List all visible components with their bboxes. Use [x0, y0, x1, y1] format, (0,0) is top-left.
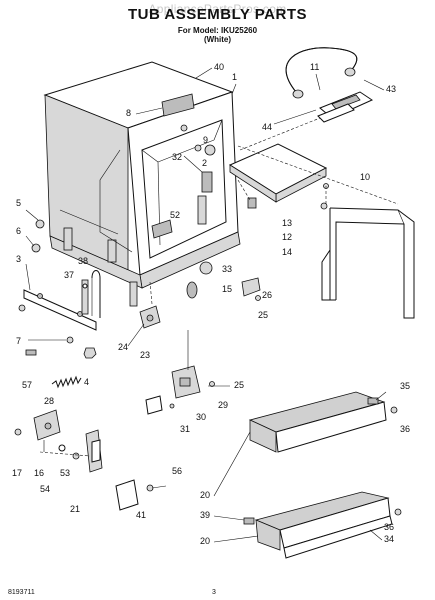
washer-54[interactable] — [72, 452, 80, 460]
callout-1: 1 — [232, 72, 237, 82]
bracket-21[interactable] — [85, 429, 103, 473]
callout-34: 34 — [384, 534, 394, 544]
callout-30: 30 — [196, 412, 206, 422]
nut-4[interactable] — [83, 347, 97, 359]
leveling-rail[interactable] — [23, 289, 97, 331]
callout-40: 40 — [214, 62, 224, 72]
screw-8[interactable] — [180, 124, 188, 132]
side-channel[interactable] — [321, 207, 415, 319]
callout-6: 6 — [16, 226, 21, 236]
page-title: TUB ASSEMBLY PARTS — [127, 6, 308, 23]
callout-labels: 40 1 11 43 8 44 32 9 2 10 5 6 52 13 12 1… — [12, 62, 410, 546]
callout-10: 10 — [360, 172, 370, 182]
callout-2: 2 — [202, 158, 207, 168]
hinge-16[interactable] — [33, 409, 61, 452]
fitting-9[interactable] — [194, 144, 202, 152]
callout-7: 7 — [16, 336, 21, 346]
callout-52: 52 — [170, 210, 180, 220]
callout-21: 21 — [70, 504, 80, 514]
leader-lines — [25, 67, 387, 543]
callout-43: 43 — [386, 84, 396, 94]
callout-35: 35 — [400, 381, 410, 391]
model-label: For Model: IKU25260 — [177, 26, 258, 35]
callout-29: 29 — [218, 400, 228, 410]
callout-24: 24 — [118, 342, 128, 352]
callout-17: 17 — [12, 468, 22, 478]
bracket-52[interactable] — [151, 219, 173, 239]
hose-clamp[interactable] — [317, 91, 374, 123]
hinge-23[interactable] — [139, 305, 161, 329]
page-number: 3 — [212, 589, 216, 596]
callout-26: 26 — [262, 290, 272, 300]
callout-25b: 25 — [234, 380, 244, 390]
plate-41[interactable] — [115, 479, 139, 511]
screw-36a[interactable] — [390, 406, 398, 414]
callout-9: 9 — [203, 135, 208, 145]
callout-36a: 36 — [400, 424, 410, 434]
callout-20b: 20 — [200, 536, 210, 546]
screw-17[interactable] — [14, 428, 22, 436]
washer-53[interactable] — [58, 444, 66, 452]
callout-3: 3 — [16, 254, 21, 264]
callout-13: 13 — [282, 218, 292, 228]
bracket-26[interactable] — [241, 277, 261, 297]
door-latch[interactable] — [171, 330, 201, 399]
foam-clip-39[interactable] — [243, 517, 255, 525]
callout-23: 23 — [140, 350, 150, 360]
vent-part[interactable] — [161, 93, 195, 117]
callout-12: 12 — [282, 232, 292, 242]
callout-28: 28 — [44, 396, 54, 406]
spring-28[interactable] — [51, 375, 82, 389]
insulation-foam-upper[interactable] — [248, 391, 387, 453]
bushing-33[interactable] — [199, 261, 213, 275]
callout-33: 33 — [222, 264, 232, 274]
screw-25a[interactable] — [255, 295, 261, 301]
callout-16: 16 — [34, 468, 44, 478]
callout-4: 4 — [84, 377, 89, 387]
callout-32: 32 — [172, 152, 182, 162]
fill-hose[interactable] — [285, 47, 358, 99]
spring-30[interactable] — [169, 403, 175, 409]
bracket-31[interactable] — [145, 395, 163, 415]
screw-25b[interactable] — [209, 381, 215, 387]
screw-5[interactable] — [35, 219, 45, 229]
callout-57: 57 — [22, 380, 32, 390]
callout-25a: 25 — [258, 310, 268, 320]
fitting-2[interactable] — [204, 144, 216, 156]
callout-44: 44 — [262, 122, 272, 132]
callout-38: 38 — [78, 256, 88, 266]
callout-39: 39 — [200, 510, 210, 520]
insulation-foam-lower[interactable] — [254, 491, 393, 559]
callout-20a: 20 — [200, 490, 210, 500]
callout-41: 41 — [136, 510, 146, 520]
clip-57[interactable] — [25, 349, 37, 356]
screw-7[interactable] — [18, 304, 74, 344]
callout-56: 56 — [172, 466, 182, 476]
callout-36b: 36 — [384, 522, 394, 532]
screw-36b[interactable] — [394, 508, 402, 516]
insulation-pad[interactable] — [228, 143, 329, 210]
tube-38[interactable] — [91, 270, 101, 319]
callout-11: 11 — [310, 62, 319, 72]
callout-53: 53 — [60, 468, 70, 478]
roller-15[interactable] — [186, 281, 198, 299]
foam-clip-35[interactable] — [367, 397, 379, 405]
callout-5: 5 — [16, 198, 21, 208]
callout-37: 37 — [64, 270, 74, 280]
color-label: (White) — [203, 35, 232, 44]
doc-number: 8193711 — [8, 589, 35, 596]
callout-15: 15 — [222, 284, 232, 294]
callout-54: 54 — [40, 484, 50, 494]
heating-element[interactable] — [197, 171, 213, 225]
callout-31: 31 — [180, 424, 190, 434]
callout-14: 14 — [282, 247, 292, 257]
callout-8: 8 — [126, 108, 131, 118]
leg-37[interactable] — [81, 279, 89, 315]
watermark: AppliancePartsPros.com — [148, 2, 287, 16]
